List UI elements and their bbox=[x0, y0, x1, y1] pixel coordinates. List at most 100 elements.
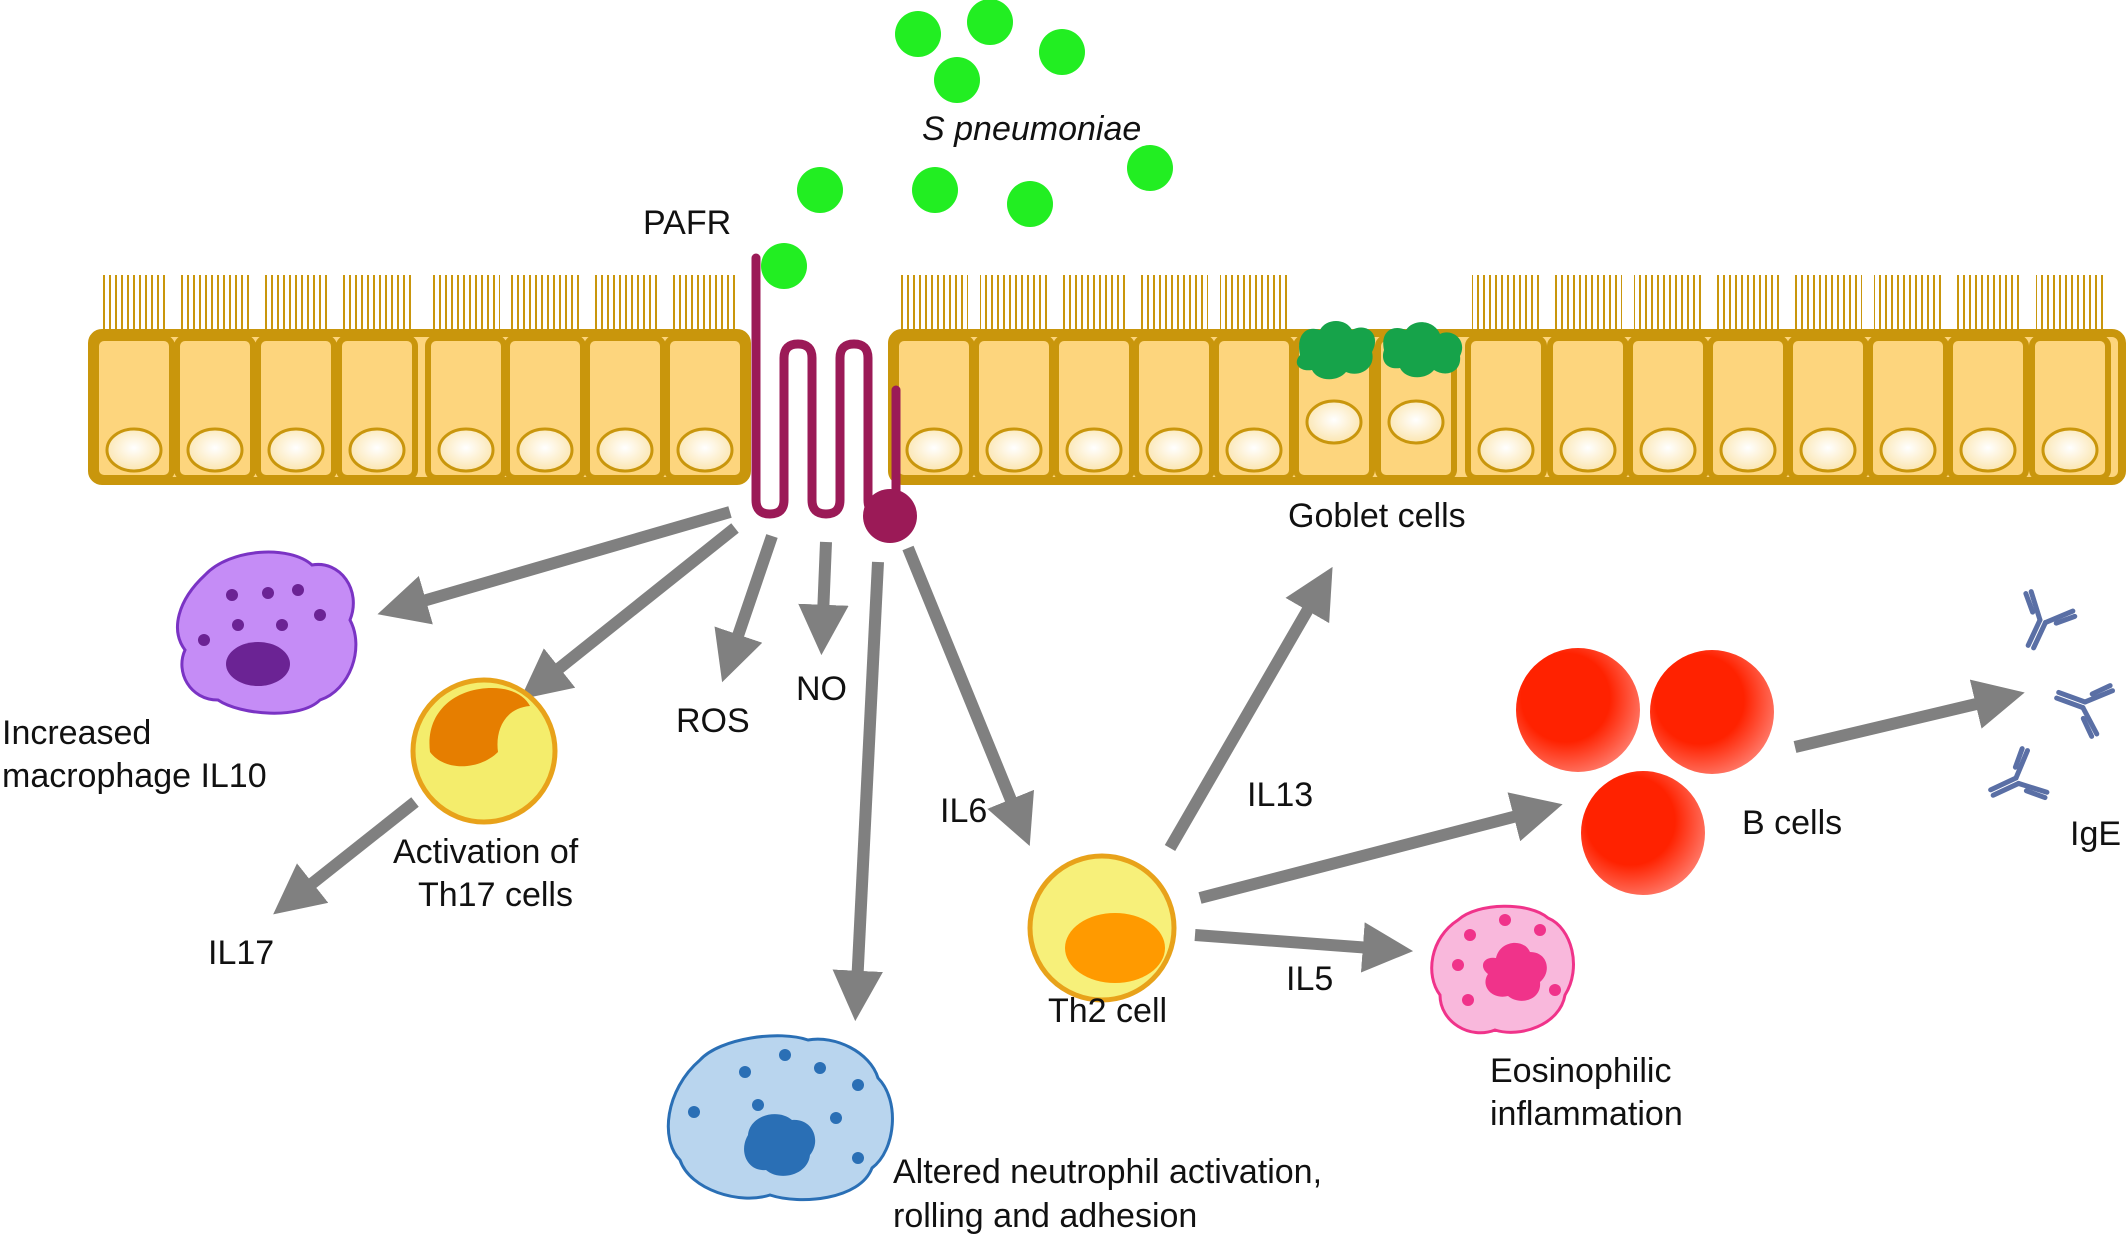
eosinophil-granule bbox=[1452, 959, 1464, 971]
eosinophil-cell bbox=[1430, 904, 1575, 1035]
epithelial-cell-nucleus bbox=[348, 427, 406, 473]
macrophage-label-line1: Increased bbox=[2, 714, 151, 752]
cilia bbox=[1140, 275, 1208, 333]
epithelial-cell-nucleus bbox=[1559, 427, 1617, 473]
neutrophil-granule bbox=[814, 1062, 826, 1074]
epithelial-cell bbox=[1547, 275, 1629, 481]
epithelial-cell-nucleus bbox=[437, 427, 495, 473]
arrow-to-eosinophil bbox=[1194, 922, 1414, 973]
no-label: NO bbox=[796, 670, 847, 708]
macrophage-granule bbox=[292, 584, 304, 596]
epithelial-cell bbox=[893, 275, 975, 481]
s-pneumoniae-bacteria bbox=[761, 0, 1173, 289]
cilia bbox=[1794, 275, 1862, 333]
arrow-to-neutrophil bbox=[832, 561, 884, 1022]
epithelial-cell bbox=[664, 275, 746, 481]
epithelial-cell-nucleus bbox=[267, 427, 325, 473]
antibody-icon bbox=[2054, 683, 2116, 739]
b-cells bbox=[1516, 648, 1774, 895]
epithelial-cell bbox=[973, 275, 1055, 481]
s-pneumoniae-label: S pneumoniae bbox=[922, 110, 1141, 148]
eosinophil-granule bbox=[1534, 924, 1546, 936]
epithelial-cell bbox=[1867, 275, 1949, 481]
ige-label: IgE bbox=[2070, 815, 2121, 853]
arrow-to-macrophage bbox=[377, 506, 732, 625]
epithelial-cell-nucleus bbox=[105, 427, 163, 473]
eosinophil-label-line1: Eosinophilic bbox=[1490, 1052, 1671, 1090]
arrow-to-bcells bbox=[1198, 792, 1563, 904]
arrow-to-th2 bbox=[902, 545, 1034, 846]
il6-label: IL6 bbox=[940, 792, 987, 830]
bacterium bbox=[934, 57, 980, 103]
epithelial-cell-nucleus bbox=[985, 427, 1043, 473]
bacterium bbox=[1039, 29, 1085, 75]
macrophage-label-line2: macrophage IL10 bbox=[2, 757, 267, 795]
il13-label: IL13 bbox=[1247, 776, 1313, 814]
ige-antibodies bbox=[1988, 589, 2116, 801]
epithelial-cell-nucleus bbox=[1225, 427, 1283, 473]
epithelial-cell bbox=[1707, 275, 1789, 481]
epithelial-cell-nucleus bbox=[1799, 427, 1857, 473]
th2-cell bbox=[1027, 853, 1177, 1003]
bacterium bbox=[1127, 145, 1173, 191]
b-cell bbox=[1650, 650, 1774, 774]
epithelial-cell bbox=[1053, 275, 1135, 481]
epithelial-cell bbox=[336, 275, 418, 481]
neutrophil-nucleus bbox=[744, 1114, 816, 1176]
ros-label: ROS bbox=[676, 702, 750, 740]
arrow-to-il17 bbox=[273, 797, 419, 915]
cilia bbox=[1554, 275, 1622, 333]
epithelial-cell bbox=[504, 275, 586, 481]
bacterium bbox=[967, 0, 1013, 45]
goblet-label: Goblet cells bbox=[1288, 497, 1466, 535]
cilia bbox=[1954, 275, 2022, 333]
neutrophil-granule bbox=[688, 1106, 700, 1118]
th17-label-line1: Activation of bbox=[393, 833, 579, 871]
epithelial-cell bbox=[1627, 275, 1709, 481]
epithelial-cell-nucleus bbox=[1477, 427, 1535, 473]
neutrophil-granule bbox=[852, 1079, 864, 1091]
neutrophil-granule bbox=[830, 1112, 842, 1124]
neutrophil-granule bbox=[752, 1099, 764, 1111]
cilia bbox=[1472, 275, 1540, 333]
th17-nucleus bbox=[429, 688, 530, 767]
goblet-mucus bbox=[1296, 321, 1463, 380]
macrophage-granule bbox=[262, 587, 274, 599]
epithelial-cell-nucleus bbox=[1145, 427, 1203, 473]
il17-label: IL17 bbox=[208, 934, 274, 972]
macrophage-granule bbox=[314, 609, 326, 621]
macrophage-granule bbox=[198, 634, 210, 646]
epithelial-cell-nucleus bbox=[516, 427, 574, 473]
pafr-receptor bbox=[751, 253, 917, 543]
epithelial-cell-nucleus bbox=[1719, 427, 1777, 473]
neutrophil-cell bbox=[666, 1034, 894, 1202]
bacterium bbox=[761, 243, 807, 289]
cilia bbox=[1634, 275, 1702, 333]
cilia bbox=[1874, 275, 1942, 333]
macrophage-granule bbox=[276, 619, 288, 631]
epithelial-cell bbox=[1213, 275, 1295, 481]
goblet-mucus-blob-1 bbox=[1296, 321, 1376, 380]
cilia bbox=[2036, 275, 2104, 333]
macrophage-nucleus bbox=[226, 642, 290, 686]
antibody-icon bbox=[1988, 746, 2050, 801]
cilia bbox=[1714, 275, 1782, 333]
epithelial-cell-nucleus bbox=[1387, 399, 1445, 445]
cilia bbox=[511, 275, 579, 333]
arrow-to-ige bbox=[1793, 679, 2025, 753]
th2-label: Th2 cell bbox=[1048, 992, 1167, 1030]
epithelial-cell bbox=[1465, 275, 1547, 481]
cilia bbox=[900, 275, 968, 333]
epithelial-cell-nucleus bbox=[1305, 399, 1363, 445]
cilia bbox=[181, 275, 249, 333]
epithelial-cell bbox=[1787, 275, 1869, 481]
eosinophil-label-line2: inflammation bbox=[1490, 1095, 1683, 1133]
th2-nucleus bbox=[1065, 913, 1165, 983]
epithelial-cell bbox=[255, 275, 337, 481]
b-cell bbox=[1516, 648, 1640, 772]
neutrophil-granule bbox=[779, 1049, 791, 1061]
bacterium bbox=[912, 167, 958, 213]
epithelial-cell-nucleus bbox=[1879, 427, 1937, 473]
cilia bbox=[262, 275, 330, 333]
